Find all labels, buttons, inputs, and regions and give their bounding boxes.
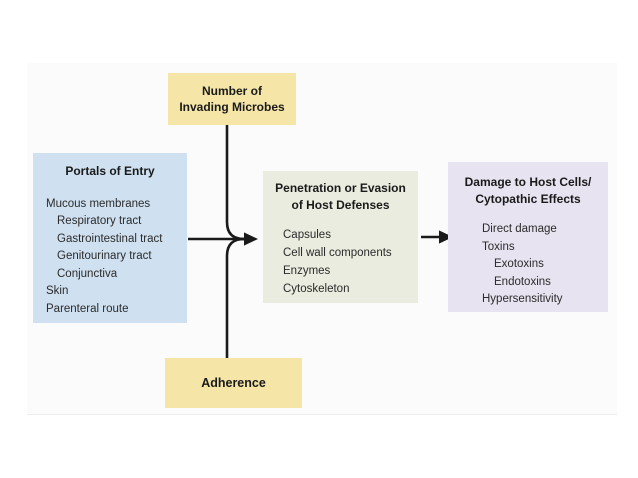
node-item: Exotoxins (494, 258, 544, 270)
node-item: Respiratory tract (57, 215, 142, 227)
node-title: Penetration or Evasion of Host Defenses (275, 181, 406, 212)
node-item-list: Mucous membranes Respiratory tract Gastr… (33, 196, 187, 319)
node-item: Genitourinary tract (57, 250, 152, 262)
node-item: Hypersensitivity (482, 293, 563, 305)
node-item: Conjunctiva (57, 267, 118, 280)
node-item: Cytoskeleton (283, 283, 350, 295)
node-item: Cell wall components (283, 247, 392, 259)
node-adherence: Adherence (165, 358, 302, 408)
node-number-of-invading-microbes: Number of Invading Microbes (168, 73, 296, 125)
node-item: Mucous membranes (46, 197, 151, 210)
node-damage-to-host-cells: Damage to Host Cells/ Cytopathic Effects… (448, 162, 608, 312)
node-title: Portals of Entry (65, 164, 155, 178)
node-title: Adherence (201, 375, 266, 390)
node-portals-of-entry: Portals of Entry Mucous membranes Respir… (33, 153, 187, 323)
node-item: Skin (46, 285, 69, 297)
node-item: Enzymes (283, 265, 331, 277)
node-item: Parenteral route (46, 302, 129, 315)
node-title: Number of Invading Microbes (179, 83, 285, 115)
node-item-list: Capsules Cell wall components Enzymes Cy… (263, 226, 418, 298)
node-item: Toxins (482, 240, 515, 253)
node-item: Endotoxins (494, 275, 551, 288)
node-item: Gastrointestinal tract (57, 232, 163, 245)
node-item-list: Direct damage Toxins Exotoxins Endotoxin… (448, 221, 608, 309)
node-item: Direct damage (482, 223, 557, 235)
node-title: Damage to Host Cells/ Cytopathic Effects (464, 175, 592, 206)
node-penetration-or-evasion: Penetration or Evasion of Host Defenses … (263, 171, 418, 303)
node-item: Capsules (283, 229, 331, 241)
